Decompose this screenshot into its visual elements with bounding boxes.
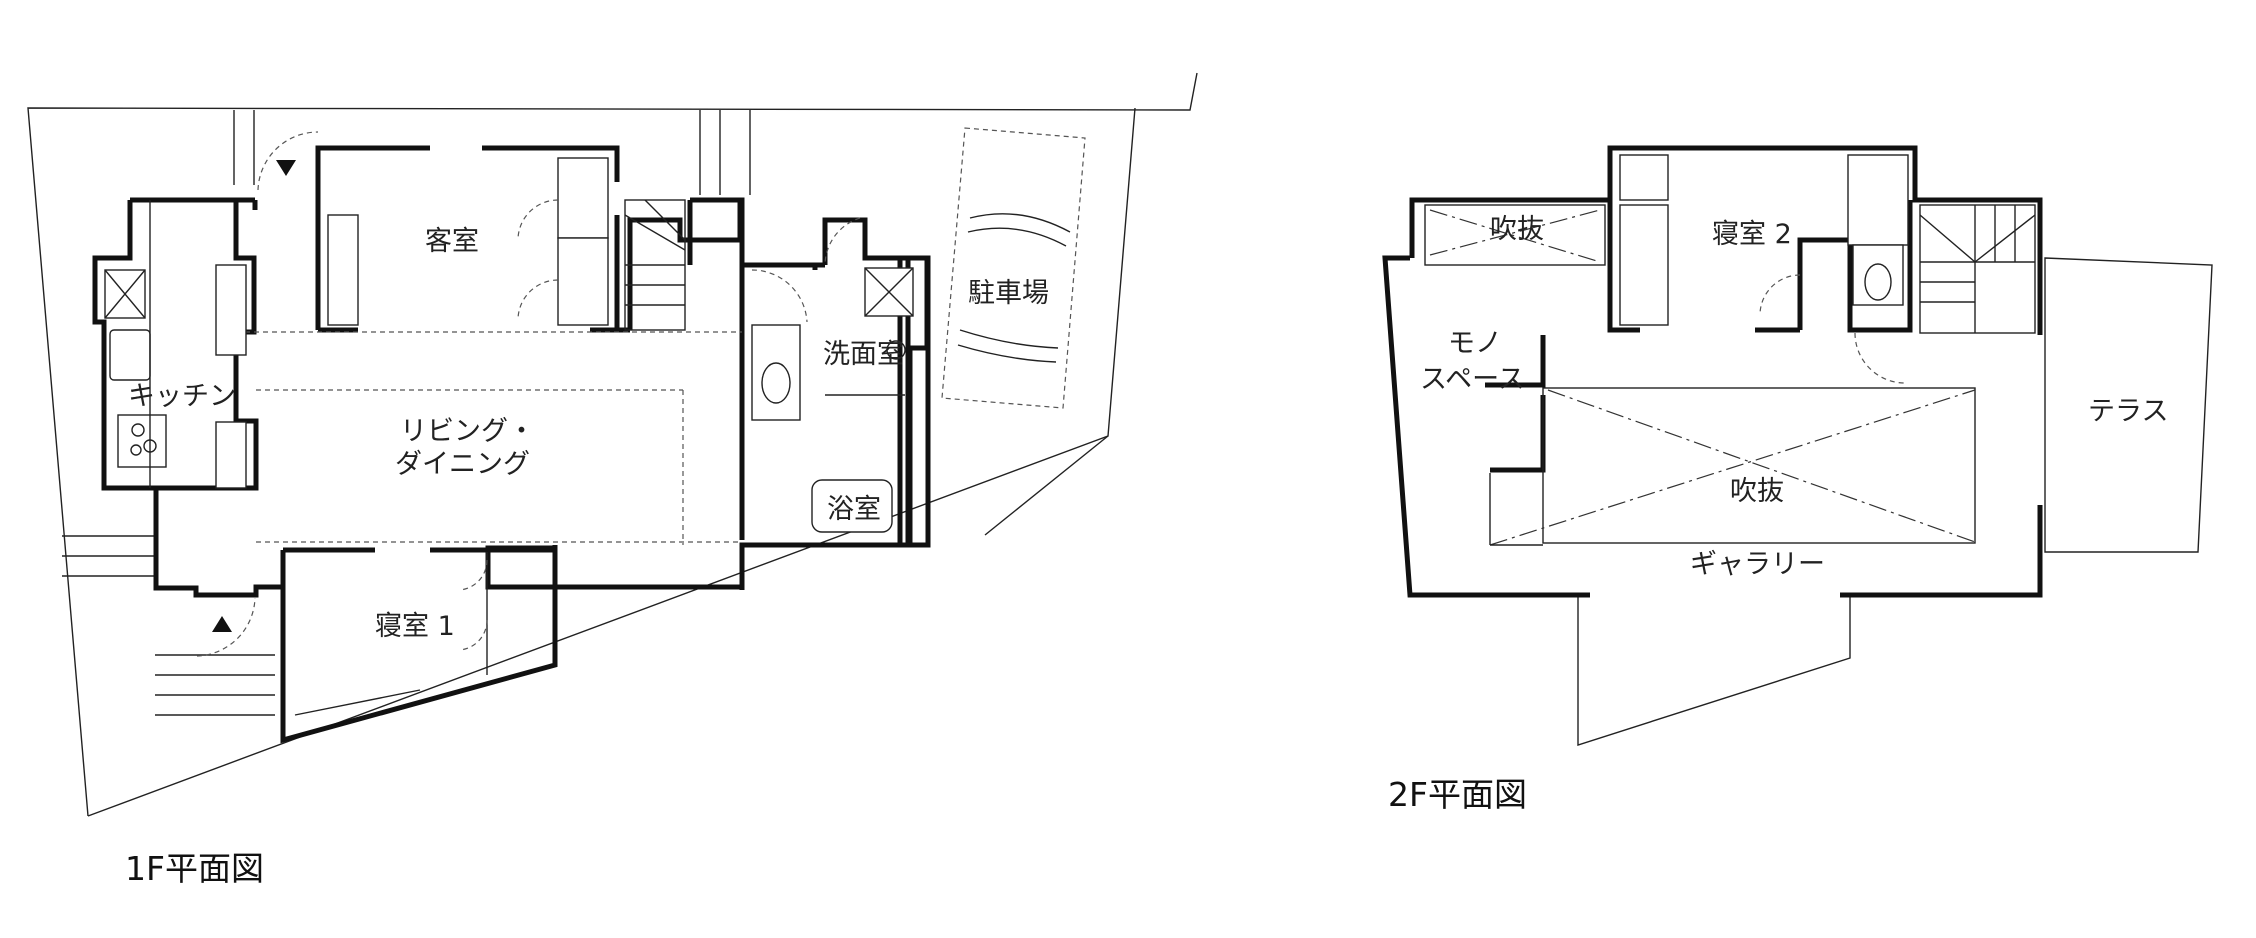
entry-door-swing-lower [196, 597, 256, 657]
label-parking: 駐車場 [968, 278, 1049, 309]
floor1-toilet [751, 269, 808, 421]
floor2-plan: 吹抜 寝室 2 モノ スペース テラス 吹抜 ギャラリー 2F平面図 [1382, 145, 2213, 814]
floor2-caption: 2F平面図 [1388, 775, 1527, 814]
floor1-stair [624, 199, 686, 331]
label-guest-room: 客室 [425, 226, 479, 257]
label-washroom: 洗面室 [823, 339, 904, 370]
label-void-top: 吹抜 [1490, 214, 1544, 245]
gallery-balcony-outline [1577, 595, 1851, 746]
label-bedroom2: 寝室 2 [1712, 219, 1792, 250]
label-kitchen: キッチン [128, 381, 236, 412]
kitchen-counter [104, 200, 247, 489]
bedroom2-closet [1619, 154, 1909, 326]
label-living-line2: ダイニング [395, 449, 530, 480]
label-mono-line2: スペース [1420, 364, 1525, 395]
bedroom1-closet [294, 552, 488, 716]
floor1-wall-guest [315, 145, 745, 540]
guest-room-closet [327, 157, 609, 326]
label-void-center: 吹抜 [1730, 476, 1784, 507]
floor2-wall-bedroom2 [1607, 148, 2040, 333]
label-terrace: テラス [2088, 396, 2168, 427]
terrace-outline [2044, 257, 2213, 553]
entrance-steps [62, 110, 751, 716]
label-mono-line1: モノ [1448, 328, 1502, 359]
floor1-wall-right [687, 197, 931, 590]
void-top [1424, 204, 1606, 266]
floor2-outer-wall [1382, 145, 2043, 598]
parking-space [941, 127, 1086, 409]
floor1-caption: 1F平面図 [125, 849, 264, 888]
label-living-line1: リビング・ [400, 416, 535, 447]
entry-arrow-up-icon [212, 616, 232, 632]
washroom-fixtures [811, 217, 914, 533]
site-boundary-diag [984, 435, 1109, 536]
floor2-toilet [1852, 244, 1906, 384]
floor2-stair [1919, 204, 2036, 334]
floor1-plan: 客室 キッチン リビング・ ダイニング 寝室 1 洗面室 浴室 駐車場 1F平面… [27, 72, 1198, 888]
entry-arrow-down-icon [276, 160, 296, 176]
void-center [1489, 387, 1976, 546]
label-bathroom: 浴室 [827, 494, 881, 525]
site-boundary [27, 72, 1198, 817]
label-gallery: ギャラリー [1690, 549, 1825, 580]
label-bedroom1: 寝室 1 [375, 611, 455, 642]
entry-door-swing [257, 131, 319, 191]
floor1-wall-bedroom1 [280, 545, 558, 740]
